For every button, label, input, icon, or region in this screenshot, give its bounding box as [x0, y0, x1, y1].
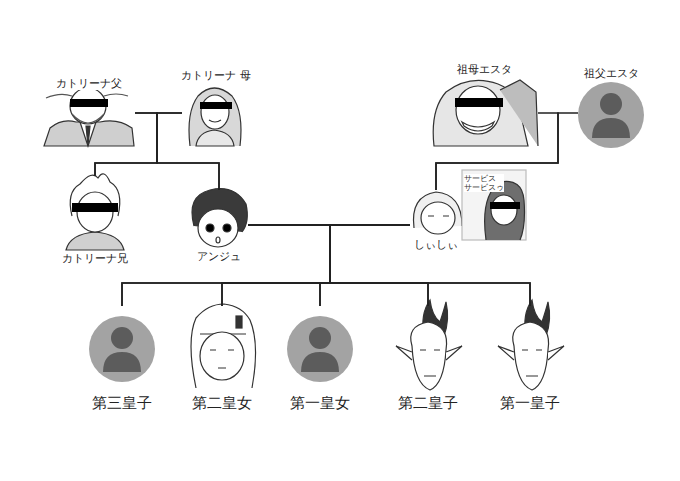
eye-bar	[200, 102, 232, 109]
person-node: 祖父エスタ	[578, 82, 644, 148]
eye-bar	[490, 202, 520, 209]
family-line	[95, 113, 182, 176]
person-node: カトリーナ父	[42, 92, 135, 147]
avatar-body	[301, 352, 339, 372]
family-line	[248, 225, 330, 306]
family-line	[248, 225, 428, 306]
person-name: 第二皇女	[190, 394, 254, 412]
person-node: カトリーナ兄	[62, 176, 128, 250]
mouth	[216, 237, 220, 243]
avatar-head	[309, 327, 331, 349]
family-line	[135, 113, 219, 190]
face	[491, 195, 517, 225]
person-node: カトリーナ 母	[182, 84, 250, 146]
speech-note: サービス サービスゥ	[464, 174, 504, 192]
family-line	[157, 113, 219, 190]
family-line	[222, 225, 330, 306]
name-label-wrap: 祖父エスタ	[582, 67, 641, 80]
face	[198, 209, 238, 247]
avatar-body	[103, 352, 141, 372]
face	[201, 95, 229, 129]
beard	[72, 114, 104, 123]
name-label-wrap: しぃしぃ	[412, 238, 460, 251]
tie	[86, 126, 90, 146]
shirt	[196, 130, 234, 146]
name-label-wrap: カトリーナ 母	[179, 69, 253, 82]
person-node: 第一皇女	[287, 306, 353, 392]
hair	[189, 88, 241, 146]
family-line	[222, 225, 410, 306]
eye-bar	[72, 203, 118, 212]
photo-frame	[462, 170, 526, 240]
hair-clip	[236, 316, 242, 328]
person-name: 第三皇子	[90, 394, 154, 412]
name-label-wrap: 第三皇子	[90, 394, 154, 412]
eye-bar	[70, 99, 108, 107]
person-name: アンジュ	[195, 250, 243, 263]
name-label-wrap: 第二皇子	[396, 394, 460, 412]
person-node: しぃしぃ	[410, 190, 462, 236]
person-node: 第一皇子	[497, 306, 563, 392]
person-name: 第一皇女	[288, 394, 352, 412]
family-line	[95, 113, 157, 176]
name-label-wrap: 祖母エスタ	[455, 63, 514, 76]
arm	[500, 80, 538, 146]
features	[210, 350, 234, 368]
person-name: しぃしぃ	[412, 238, 460, 251]
family-line	[330, 225, 530, 306]
suit	[44, 121, 134, 146]
face	[200, 332, 244, 380]
hair	[191, 304, 256, 388]
name-label-wrap: 第一皇子	[498, 394, 562, 412]
person-name: 第二皇子	[396, 394, 460, 412]
person-name: カトリーナ父	[54, 77, 124, 90]
placeholder-avatar	[89, 316, 155, 382]
face	[456, 86, 500, 134]
name-label-wrap: 第一皇女	[288, 394, 352, 412]
person-name: 第一皇子	[498, 394, 562, 412]
avatar-body	[592, 118, 630, 138]
name-label-wrap: カトリーナ兄	[60, 252, 130, 265]
family-line	[122, 225, 410, 306]
person-name: カトリーナ 母	[179, 69, 253, 82]
family-line	[122, 225, 330, 306]
grin	[462, 122, 494, 131]
person-node: 第三皇子	[89, 306, 155, 392]
avatar-head	[600, 93, 622, 115]
avatar-head	[111, 327, 133, 349]
eye	[223, 224, 231, 232]
placeholder-avatar	[578, 82, 644, 148]
elf-face	[498, 300, 564, 390]
hair	[46, 94, 128, 98]
family-line	[320, 225, 410, 306]
placeholder-avatar	[287, 316, 353, 382]
eye-bar	[455, 98, 503, 107]
collar	[80, 122, 96, 146]
name-label-wrap: アンジュ	[195, 250, 243, 263]
elf-face	[396, 300, 462, 390]
coat	[66, 232, 124, 250]
person-node: 第二皇女	[189, 306, 255, 392]
family-line	[436, 113, 578, 190]
mouth	[209, 120, 221, 122]
person-node: 祖母エスタ	[430, 78, 538, 146]
family-line	[248, 225, 530, 306]
eye	[206, 224, 214, 232]
person-node: アンジュ	[190, 190, 248, 248]
person-name: 祖母エスタ	[455, 63, 514, 76]
person-name: 祖父エスタ	[582, 67, 641, 80]
person-node: 第二皇子	[395, 306, 461, 392]
name-label-wrap: 第二皇女	[190, 394, 254, 412]
eyes	[428, 215, 449, 216]
name-label-wrap: カトリーナ父	[54, 77, 124, 90]
person-name: カトリーナ兄	[60, 252, 130, 265]
face	[421, 202, 455, 234]
